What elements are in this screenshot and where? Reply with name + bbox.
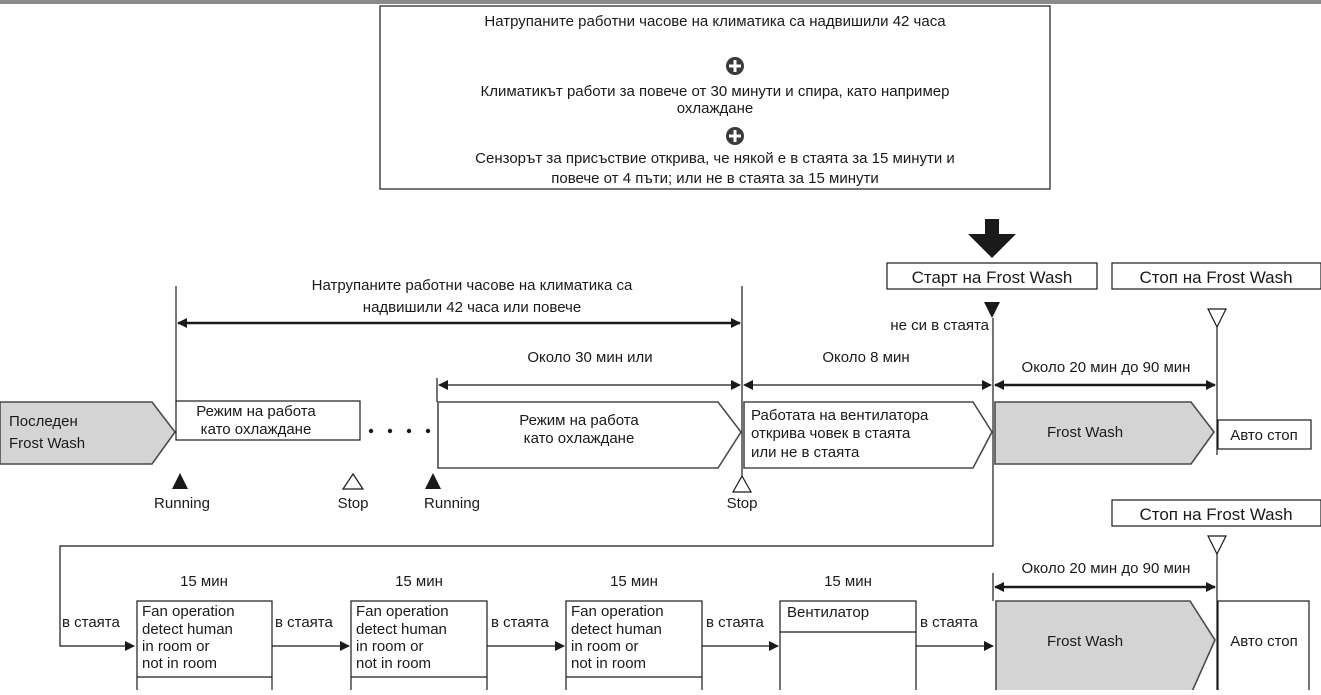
fan-detect-line3: или не в стаята [751, 444, 860, 461]
auto-stop-2-label: Авто стоп [1230, 633, 1298, 650]
fan-op-3-line3: in room or [571, 638, 639, 655]
about-8-min-label: Около 8 мин [822, 349, 909, 366]
stop-frost-wash-label: Стоп на Frost Wash [1139, 268, 1292, 287]
fan-op-3-line2: detect human [571, 621, 662, 638]
cooling-mode-block-2 [437, 401, 742, 469]
fan-box [779, 600, 917, 695]
ellipsis-dots [368, 428, 431, 434]
running-marker-icon [425, 473, 441, 489]
min15-label-4: 15 мин [824, 573, 872, 590]
condition-run-30-line1: Климатикът работи за повече от 30 минути… [481, 83, 950, 100]
condition-accumulated-hours: Натрупаните работни часове на климатика … [484, 13, 946, 30]
fan-detect-line2: открива човек в стаята [751, 425, 911, 442]
auto-stop-box-2 [1217, 600, 1310, 695]
accumulated-hours-line2: надвишили 42 часа или повече [363, 299, 581, 316]
fan-detect-block [743, 401, 993, 469]
about-20-90-label: Около 20 мин до 90 мин [1022, 359, 1191, 376]
stop-label-2: Stop [727, 495, 758, 512]
cooling-mode-2-line1: Режим на работа [519, 412, 639, 429]
accumulated-hours-line1: Натрупаните работни часове на климатика … [312, 277, 633, 294]
condition-run-30-line2: охлаждане [677, 100, 754, 117]
cooling-mode-1-line1: Режим на работа [196, 403, 316, 420]
cooling-mode-1-line2: като охлаждане [201, 421, 312, 438]
window-top-edge [0, 0, 1321, 4]
frost-wash-2-label: Frost Wash [1047, 633, 1123, 650]
min15-label-2: 15 мин [395, 573, 443, 590]
fan-op-1-line4: not in room [142, 655, 217, 672]
stop-frost-wash-label-2: Стоп на Frost Wash [1139, 505, 1292, 524]
stop-label-1: Stop [338, 495, 369, 512]
frost-wash-1-label: Frost Wash [1047, 424, 1123, 441]
fan-op-1-line2: detect human [142, 621, 233, 638]
fan-op-2-line1: Fan operation [356, 603, 449, 620]
start-marker-icon [984, 302, 1000, 318]
min15-label-3: 15 мин [610, 573, 658, 590]
stop-frost-wash-box-2 [1111, 499, 1321, 527]
big-down-arrow-icon [968, 219, 1016, 258]
fan-op-2-line3: in room or [356, 638, 424, 655]
fan-op-2-line2: detect human [356, 621, 447, 638]
frost-wash-block-2 [995, 600, 1216, 695]
in-room-label-4: в стаята [706, 614, 765, 631]
plus-icon [726, 127, 744, 145]
in-room-label-5: в стаята [920, 614, 979, 631]
fan-op-3-line1: Fan operation [571, 603, 664, 620]
fan-label: Вентилатор [787, 604, 869, 621]
in-room-label-1: в стаята [62, 614, 121, 631]
start-frost-wash-box [886, 262, 1098, 290]
about-20-90-label-2: Около 20 мин до 90 мин [1022, 560, 1191, 577]
condition-sensor-line2: повече от 4 пъти; или не в стаята за 15 … [551, 170, 879, 187]
running-label-1: Running [154, 495, 210, 512]
not-in-room-label: не си в стаята [890, 317, 989, 334]
start-frost-wash-label: Старт на Frost Wash [912, 268, 1073, 287]
frost-wash-block-1 [994, 401, 1215, 465]
last-frost-wash-line1: Последен [9, 413, 78, 430]
fan-detect-line1: Работата на вентилатора [751, 407, 929, 424]
condition-sensor-line1: Сензорът за присъствие открива, че някой… [475, 150, 955, 167]
running-label-2: Running [424, 495, 480, 512]
fan-op-1-line1: Fan operation [142, 603, 235, 620]
running-marker-icon [172, 473, 188, 489]
fan-operation-box-1 [136, 600, 273, 695]
fan-op-3-line4: not in room [571, 655, 646, 672]
stop-marker-icon [731, 474, 753, 493]
in-room-label-3: в стаята [491, 614, 550, 631]
auto-stop-box-1 [1217, 419, 1312, 450]
fan-operation-box-2 [350, 600, 488, 695]
last-frost-wash-block [0, 401, 176, 465]
last-frost-wash-line2: Frost Wash [9, 435, 85, 452]
stop-frost-wash-box [1111, 262, 1321, 290]
fan-op-2-line4: not in room [356, 655, 431, 672]
plus-icon [726, 57, 744, 75]
cooling-mode-2-line2: като охлаждане [524, 430, 635, 447]
conditions-box [379, 5, 1051, 190]
connector-to-sequence [59, 538, 994, 651]
stop-marker-icon [1207, 535, 1227, 556]
fan-op-1-line3: in room or [142, 638, 210, 655]
in-room-label-2: в стаята [275, 614, 334, 631]
auto-stop-1-label: Авто стоп [1230, 427, 1298, 444]
fan-operation-box-3 [565, 600, 703, 695]
stop-marker-icon [1207, 308, 1227, 329]
about-30-min-label: Около 30 мин или [527, 349, 652, 366]
stop-marker-icon [341, 472, 365, 490]
cooling-mode-box-1 [175, 400, 361, 441]
min15-label-1: 15 мин [180, 573, 228, 590]
